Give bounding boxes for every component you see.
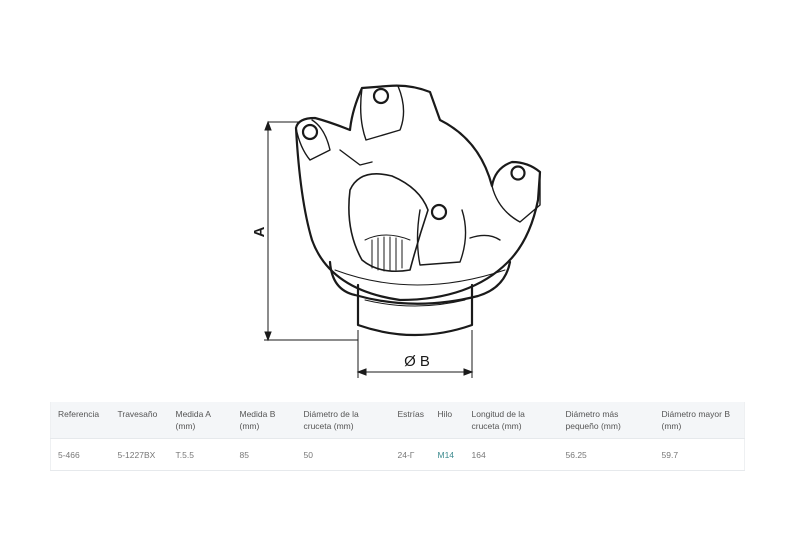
header-referencia: Referencia: [50, 402, 111, 439]
cell-referencia: 5-466: [50, 438, 111, 471]
dimension-b-label: Ø B: [404, 353, 430, 370]
header-travesano: Travesaño: [110, 402, 169, 439]
specification-table: Referencia Travesaño Medida A (mm) Medid…: [50, 402, 745, 471]
header-diametro-mayor: Diámetro mayor B (mm): [654, 402, 745, 439]
header-medida-a: Medida A (mm): [168, 402, 233, 439]
header-medida-b: Medida B (mm): [232, 402, 297, 439]
cell-medida-a: T.5.5: [168, 438, 233, 471]
cell-diametro-cruceta: 50: [296, 438, 391, 471]
header-diametro-cruceta: Diámetro de la cruceta (mm): [296, 402, 391, 439]
dimension-a-label: A: [251, 226, 268, 237]
header-longitud-cruceta: Longitud de la cruceta (mm): [464, 402, 559, 439]
cell-medida-b: 85: [232, 438, 297, 471]
table-header-row: Referencia Travesaño Medida A (mm) Medid…: [50, 402, 745, 439]
cell-diametro-pequeno: 56.25: [558, 438, 655, 471]
yoke-technical-drawing: A Ø B: [251, 84, 542, 378]
cell-estrias: 24-Г: [390, 438, 431, 471]
header-hilo: Hilo: [430, 402, 465, 439]
table-row: 5-466 5-1227BX T.5.5 85 50 24-Г M14 164 …: [50, 438, 745, 471]
cell-longitud-cruceta: 164: [464, 438, 559, 471]
cell-hilo: M14: [430, 438, 465, 471]
header-diametro-pequeno: Diámetro más pequeño (mm): [558, 402, 655, 439]
header-estrias: Estrías: [390, 402, 431, 439]
cell-travesano: 5-1227BX: [110, 438, 169, 471]
cell-diametro-mayor: 59.7: [654, 438, 745, 471]
